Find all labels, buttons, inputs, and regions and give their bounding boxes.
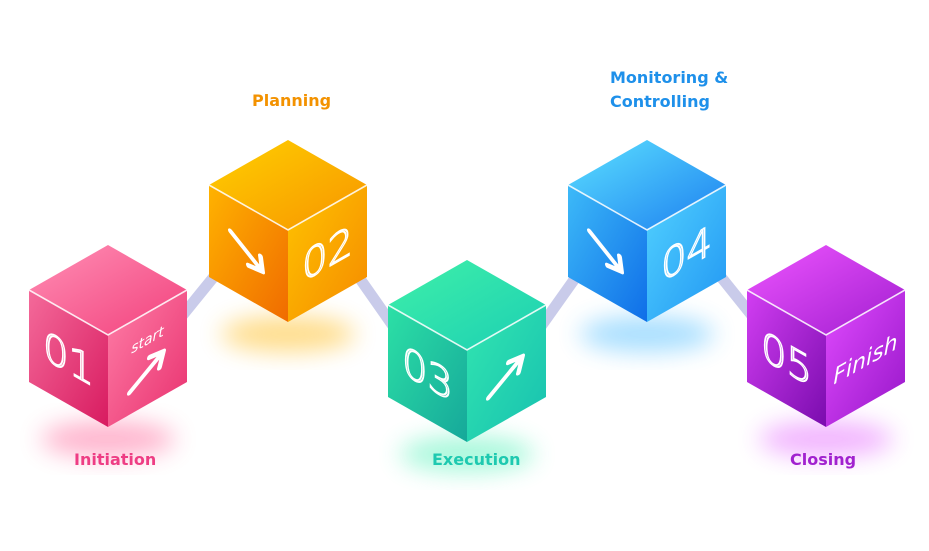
stage-label-closing: Closing bbox=[790, 450, 857, 469]
stage-label-monitoring-controlling: Monitoring & Controlling bbox=[610, 68, 729, 111]
cube-edge-highlight bbox=[387, 304, 547, 351]
cube-edge-highlight bbox=[208, 184, 368, 231]
step-cube-03: 03 bbox=[387, 260, 547, 472]
cube-glow bbox=[399, 436, 535, 472]
cube-edge-highlight bbox=[28, 289, 188, 336]
cube-edge-highlight bbox=[746, 289, 906, 336]
stage-label-planning: Planning bbox=[252, 91, 332, 110]
step-cube-04: 04 bbox=[567, 140, 727, 352]
arrow-up-right-icon bbox=[127, 348, 166, 396]
arrow-down-right-icon bbox=[228, 228, 265, 275]
cube-glow bbox=[758, 421, 894, 457]
cube-edge-highlight bbox=[567, 184, 727, 231]
cube-glow bbox=[579, 316, 715, 352]
cube-glow bbox=[40, 421, 176, 457]
arrow-down-right-icon bbox=[587, 228, 624, 275]
stage-label-execution: Execution bbox=[432, 450, 521, 469]
stage-label-initiation: Initiation bbox=[74, 450, 157, 469]
cube-glow bbox=[220, 316, 356, 352]
arrow-up-right-icon bbox=[486, 353, 525, 401]
step-cube-02: 02 bbox=[208, 140, 368, 352]
